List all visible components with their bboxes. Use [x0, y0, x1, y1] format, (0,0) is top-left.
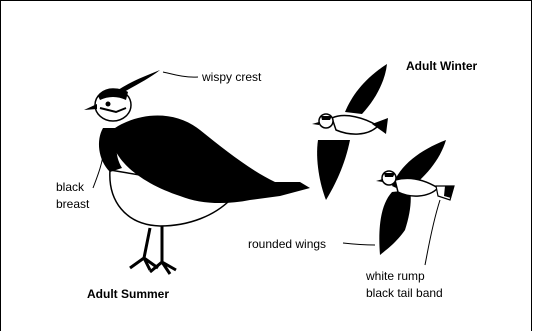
rounded-wings-leader [343, 243, 375, 245]
label-white-rump: white rump [366, 269, 425, 283]
wispy-crest-leader [163, 72, 198, 77]
flying-lapwing-upper [312, 64, 388, 200]
label-adult-winter: Adult Winter [406, 59, 477, 73]
flying-lapwing-lower [376, 140, 454, 255]
label-black-tail-band: black tail band [366, 286, 443, 300]
label-black: black [56, 180, 84, 194]
label-adult-summer: Adult Summer [87, 287, 169, 301]
label-breast: breast [56, 197, 89, 211]
white-rump-leader [425, 200, 440, 265]
label-wispy-crest: wispy crest [202, 70, 261, 84]
label-rounded-wings: rounded wings [248, 237, 326, 251]
